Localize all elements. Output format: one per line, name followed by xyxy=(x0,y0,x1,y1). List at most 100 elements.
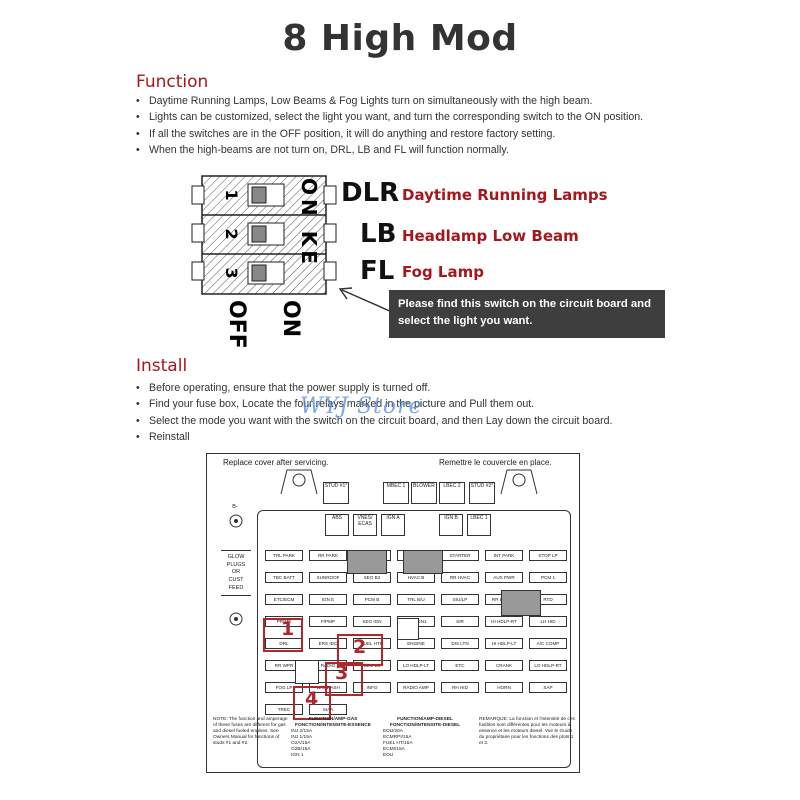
stud-icon xyxy=(229,612,243,626)
mount-ear-icon xyxy=(280,469,318,495)
gas-item: INJ 2/15A xyxy=(291,728,313,734)
function-bullet: Daytime Running Lamps, Low Beams & Fog L… xyxy=(136,93,696,110)
switch-pin xyxy=(191,223,205,243)
fuse-gas-table: FUNCTION/AMP-GAS FONCTION/INTENSITE-ESSE… xyxy=(291,717,375,759)
side-label: GLOW PLUGS xyxy=(226,554,246,568)
relay-highlight-4 xyxy=(293,686,331,720)
small-fuse: F/PMP xyxy=(309,616,347,627)
fuse-header-left: Replace cover after servicing. xyxy=(223,458,329,467)
switch-pin xyxy=(323,223,337,243)
small-fuse: ETC xyxy=(441,660,479,671)
small-fuse: ETC/ECM xyxy=(265,594,303,605)
fuse-note-en: NOTE: The function and amperage of these… xyxy=(213,717,288,746)
small-fuse: TREC xyxy=(265,704,303,715)
switch-knob xyxy=(251,225,267,243)
fuse-row2: LBEC 1 xyxy=(467,514,491,536)
small-fuse: PCM B xyxy=(353,594,391,605)
function-heading: Function xyxy=(136,72,209,92)
watermark: WYJ Store xyxy=(300,394,423,419)
function-bullet: Lights can be customized, select the lig… xyxy=(136,109,696,126)
function-bullet: If all the switches are in the OFF posit… xyxy=(136,126,696,143)
stud-icon xyxy=(229,514,243,528)
small-fuse: RR PARK xyxy=(309,550,347,561)
install-bullet: Before operating, ensure that the power … xyxy=(136,380,626,397)
diesel-item: EDU/20A xyxy=(383,728,403,734)
switch-code-fl: FL xyxy=(360,256,395,286)
install-bullet: Select the mode you want with the switch… xyxy=(136,413,626,430)
switch-pin xyxy=(191,261,205,281)
small-fuse: RH HID xyxy=(441,682,479,693)
small-fuse: SEO IGN xyxy=(353,616,391,627)
relay-number: 1 xyxy=(281,618,295,640)
fuse-top: MBEC 1 xyxy=(383,482,409,504)
on-label: ON xyxy=(278,300,303,337)
fuse-top: LBEC 2 xyxy=(439,482,465,504)
switch-desc-fl: Fog Lamp xyxy=(402,263,484,281)
fuse-header-right: Remettre le couvercle en place. xyxy=(439,458,552,467)
switch-knob xyxy=(251,264,267,282)
small-fuse: SIAA xyxy=(309,704,347,715)
fuse-row2: ABS xyxy=(325,514,349,536)
switch-callout: Please find this switch on the circuit b… xyxy=(389,290,665,338)
side-label: CUST FEED xyxy=(228,577,244,591)
install-heading: Install xyxy=(136,356,188,376)
fuse-box-diagram: Replace cover after servicing. Remettre … xyxy=(206,453,580,773)
small-fuse: TRL B/U xyxy=(397,594,435,605)
small-fuse: HI HDLP-LT xyxy=(485,638,523,649)
switch-number: 1 xyxy=(222,189,241,200)
fuse-top: STUD #2* xyxy=(469,482,495,504)
switch-pin xyxy=(191,185,205,205)
fuse-diesel-table: FUNCTION/AMP-DIESEL FONCTION/INTENSITE-D… xyxy=(383,717,467,759)
small-fuse: RR HVAC xyxy=(441,572,479,583)
callout-arrow-icon xyxy=(338,287,393,313)
small-fuse: INFO xyxy=(353,682,391,693)
install-bullet: Reinstall xyxy=(136,429,626,446)
small-fuse: HORN xyxy=(485,682,523,693)
switch-pin xyxy=(323,185,337,205)
small-fuse: AUX PWR xyxy=(485,572,523,583)
mount-ear-icon xyxy=(500,469,538,495)
relay-square xyxy=(295,660,319,684)
small-fuse: A/C COMP xyxy=(529,638,567,649)
relay-highlight-1 xyxy=(263,618,303,652)
small-fuse: LO HDLP-LT xyxy=(397,660,435,671)
function-bullet: When the high-beams are not turn on, DRL… xyxy=(136,142,696,159)
small-fuse: TRL PARK xyxy=(265,550,303,561)
fuse-row2: IGN B xyxy=(439,514,463,536)
relay-square xyxy=(397,618,419,640)
gas-item: INJ 1/15A xyxy=(291,734,313,740)
small-fuse: DIS LTN xyxy=(441,638,479,649)
small-fuse: PCM 1 xyxy=(529,572,567,583)
diesel-item: FUEL HT/15A xyxy=(383,740,413,746)
gas-title: FUNCTION/AMP-GAS FONCTION/INTENSITE-ESSE… xyxy=(295,717,371,728)
switch-desc-dlr: Daytime Running Lamps xyxy=(402,186,608,204)
side-label: OR xyxy=(231,569,241,576)
small-fuse: STARTER xyxy=(441,550,479,561)
small-fuse: HI HDLP-RT xyxy=(485,616,523,627)
diesel-title: FUNCTION/AMP-DIESEL FONCTION/INTENSITE-D… xyxy=(389,717,461,728)
small-fuse: ERS IDC xyxy=(309,638,347,649)
diesel-item: ECMRPI/15A xyxy=(383,734,412,740)
fuse-top: BLOWER xyxy=(411,482,437,504)
small-fuse: SIR xyxy=(441,616,479,627)
small-fuse: IGN E xyxy=(309,594,347,605)
side-labels: GLOW PLUGS OR CUST FEED xyxy=(221,550,251,597)
relay-number: 2 xyxy=(353,636,367,658)
switch-code-dlr: DLR xyxy=(341,178,400,208)
small-fuse: FUEL HTR xyxy=(353,638,391,649)
fuse-note-fr: REMARQUE: La fonction et l'intensité de … xyxy=(479,717,575,746)
small-fuse: LH HID xyxy=(529,616,567,627)
diesel-item: EDU xyxy=(383,752,394,758)
gas-item: O2B/15A xyxy=(291,746,311,752)
switch-knob xyxy=(251,186,267,204)
fuse-panel xyxy=(257,510,571,768)
small-fuse: TBC BATT xyxy=(265,572,303,583)
gas-item: IGN 1 xyxy=(291,752,304,758)
relay-highlight-3 xyxy=(325,662,363,696)
off-label: OFF xyxy=(224,300,249,349)
fuse-row2: IGN A xyxy=(381,514,405,536)
switch-pin xyxy=(323,261,337,281)
install-bullet: Find your fuse box, Locate the four rela… xyxy=(136,396,626,413)
small-fuse: STOP LP xyxy=(529,550,567,561)
relay-block xyxy=(501,590,541,616)
